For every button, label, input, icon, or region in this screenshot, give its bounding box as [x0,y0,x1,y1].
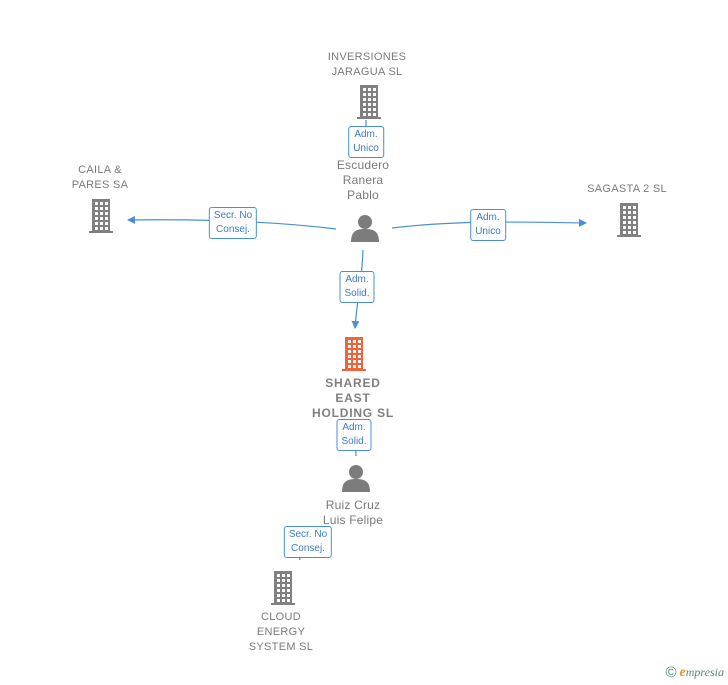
node-label-ruiz[interactable]: Ruiz Cruz Luis Felipe [322,498,384,527]
edge-label-ruiz-cloud[interactable]: Secr. No Consej. [283,526,333,558]
edge-label-escudero-sagasta[interactable]: Adm. Unico [470,209,506,241]
edge-label-escudero-shared[interactable]: Adm. Solid. [339,271,375,303]
brand-logo[interactable]: empresia [679,664,724,680]
company-icon-inversiones[interactable] [357,85,381,119]
footer-brand: © empresia [665,664,724,681]
edge-label-escudero-inversiones[interactable]: Adm. Unico [348,126,384,158]
company-icon-sagasta[interactable] [617,203,641,237]
icon-layer [89,85,641,605]
node-label-shared[interactable]: SHARED EAST HOLDING SL [312,376,394,420]
edge-label-escudero-caila[interactable]: Secr. No Consej. [208,207,258,239]
node-label-inversiones[interactable]: INVERSIONES JARAGUA SL [327,51,407,78]
edge-label-ruiz-shared[interactable]: Adm. Solid. [336,419,372,451]
node-label-caila[interactable]: CAILA & PARES SA [71,164,129,191]
node-label-escudero[interactable]: Escudero Ranera Pablo [336,158,390,202]
company-icon-cloud[interactable] [271,571,295,605]
node-label-sagasta[interactable]: SAGASTA 2 SL [587,183,667,195]
copyright-icon: © [665,664,677,681]
person-icon-escudero[interactable] [351,215,379,242]
main-company-icon-shared[interactable] [342,337,366,371]
person-icon-ruiz[interactable] [342,465,370,492]
company-icon-caila[interactable] [89,199,113,233]
node-label-cloud[interactable]: CLOUD ENERGY SYSTEM SL [248,611,314,653]
